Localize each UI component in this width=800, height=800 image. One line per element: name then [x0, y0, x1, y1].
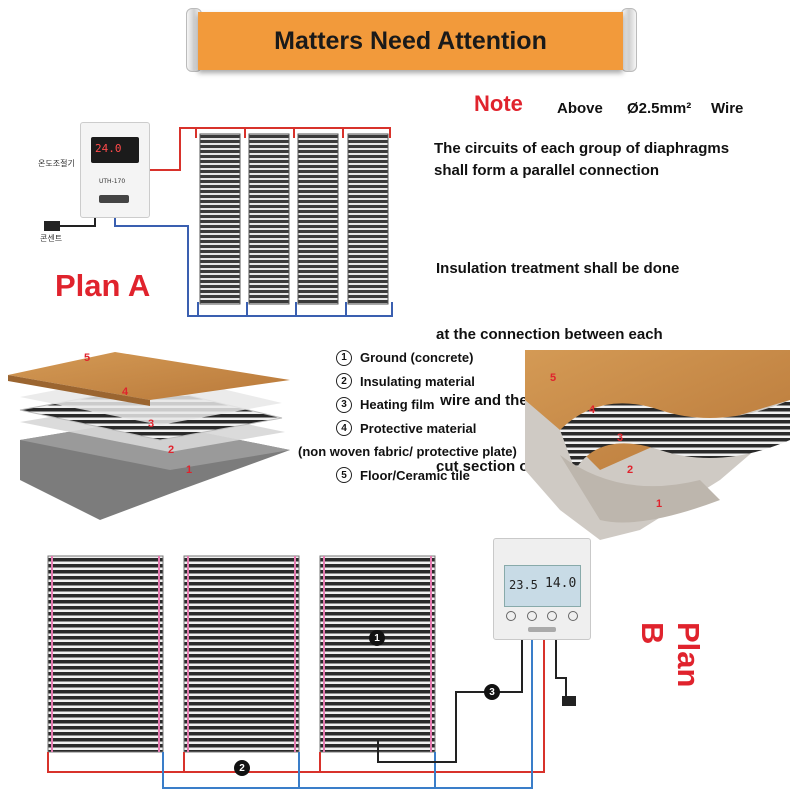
layer-number: 4: [336, 420, 352, 437]
stack-callout-1: 1: [186, 464, 193, 476]
thermostat-b-room-temp: 23.5: [509, 578, 538, 592]
layer-number: 1: [336, 349, 352, 366]
layer-item: 5 Floor/Ceramic tile: [336, 464, 517, 488]
thermostat-a-model: UTH-170: [99, 178, 126, 185]
layer-item: 4 Protective material: [336, 417, 517, 441]
cutaway-callout-3: 3: [617, 432, 624, 444]
thermostat-b-key: [506, 611, 516, 621]
floor-cutaway: [525, 350, 790, 540]
layer-item: 2 Insulating material: [336, 370, 517, 394]
stack-callout-4: 4: [122, 386, 129, 398]
plan-b-callout-1: 1: [369, 630, 385, 646]
banner-title: Matters Need Attention: [274, 26, 547, 55]
cutaway-callout-2: 2: [627, 464, 634, 476]
stack-callout-2: 2: [168, 444, 175, 456]
thermostat-label-korean: 온도조절기: [38, 159, 75, 168]
note-line: The circuits of each group of diaphragms: [434, 140, 730, 157]
note-diameter: Ø2.5mm²: [627, 100, 692, 117]
plan-a-films: [199, 133, 389, 305]
layer-item: 3 Heating film: [336, 393, 517, 417]
thermostat-b-screen: 23.5 14.0: [504, 565, 581, 607]
layer-stack: [8, 352, 290, 520]
thermostat-a-screen: 24.0: [91, 137, 139, 163]
thermostat-a-display: 24.0: [95, 142, 122, 155]
thermostat-b-key: [526, 611, 537, 621]
thermostat-b-keys: [506, 611, 578, 621]
plan-b-callout-2: 2: [234, 760, 250, 776]
thermostat-a: 24.0 UTH-170: [80, 122, 150, 218]
layer-label: Protective material: [360, 420, 477, 436]
layer-sub-item: (non woven fabric/ protective plate): [298, 440, 517, 464]
callout-number: 2: [239, 762, 245, 774]
note-wire: Wire: [711, 100, 744, 117]
plan-b-films: [47, 555, 436, 753]
stack-callout-5: 5: [84, 352, 91, 364]
title-banner: Matters Need Attention: [198, 12, 623, 70]
thermostat-a-button: [99, 195, 129, 203]
cutaway-callout-5: 5: [550, 372, 557, 384]
layer-item: 1 Ground (concrete): [336, 346, 517, 370]
thermostat-b: 23.5 14.0: [493, 538, 591, 640]
note-line: at the connection between each: [436, 326, 663, 343]
plan-b-label: Plan B: [635, 622, 706, 688]
layer-number: 5: [336, 467, 352, 484]
cutaway-callout-4: 4: [589, 404, 596, 416]
note-above: Above: [557, 100, 603, 117]
thermostat-b-key: [567, 611, 578, 621]
layer-label: Insulating material: [360, 373, 475, 389]
layer-label: Heating film: [360, 397, 435, 412]
callout-number: 1: [374, 632, 380, 644]
thermostat-b-key: [547, 611, 558, 621]
note-label: Note: [474, 91, 523, 116]
outlet-label-korean: 콘센트: [40, 234, 63, 243]
plan-a-label: Plan A: [55, 268, 151, 303]
callout-number: 3: [489, 686, 495, 698]
note-line: shall form a parallel connection: [434, 162, 660, 179]
note-paragraph-1: The circuits of each group of diaphragms…: [434, 138, 729, 182]
layer-sub-label: (non woven fabric/ protective plate): [298, 444, 517, 459]
thermostat-b-set-temp: 14.0: [545, 576, 577, 591]
thermostat-b-slot: [528, 627, 556, 632]
stack-callout-3: 3: [148, 418, 155, 430]
layer-label: Floor/Ceramic tile: [360, 467, 470, 483]
layer-label: Ground (concrete): [360, 350, 474, 365]
layer-number: 2: [336, 373, 352, 390]
layer-number: 3: [336, 396, 352, 413]
plan-b-callout-3: 3: [484, 684, 500, 700]
cutaway-callout-1: 1: [656, 498, 663, 510]
note-line: Insulation treatment shall be done: [436, 260, 680, 277]
